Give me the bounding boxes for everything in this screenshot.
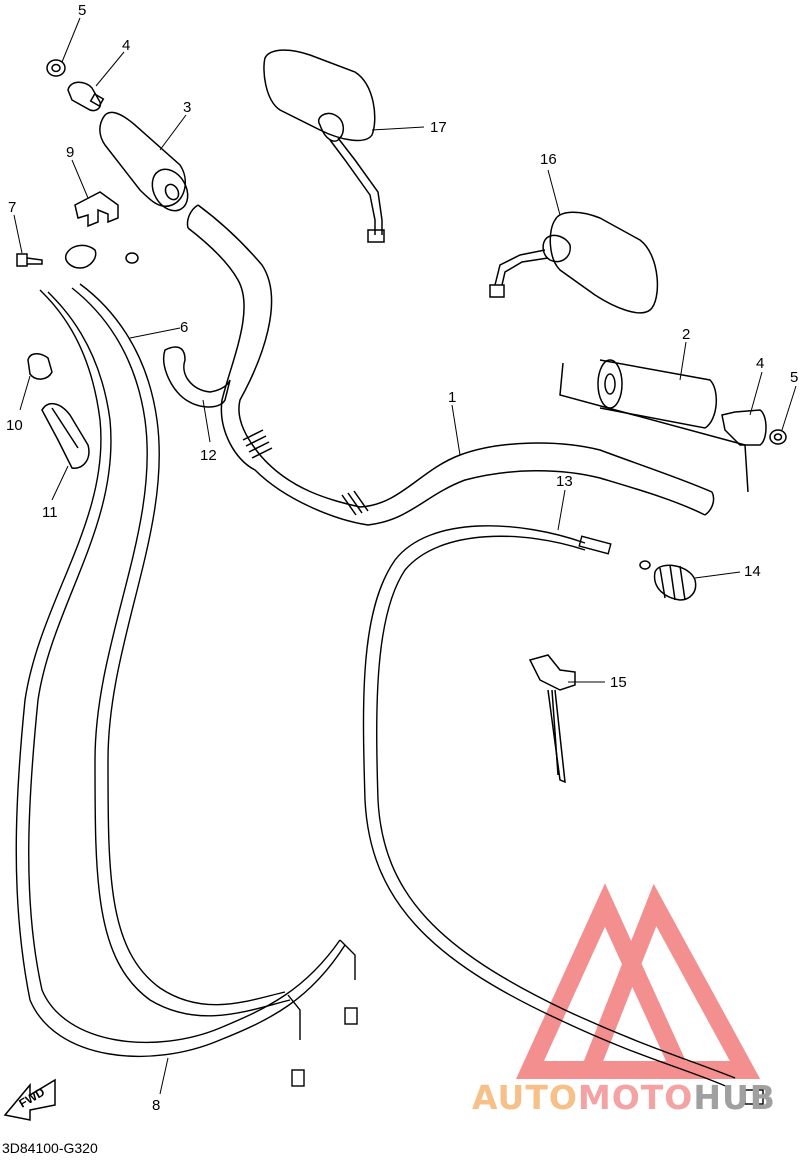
callout-8: 8 xyxy=(152,1097,160,1114)
callout-2: 2 xyxy=(682,326,690,343)
callout-5: 5 xyxy=(78,2,86,19)
handlebar xyxy=(186,204,715,526)
callout-4: 4 xyxy=(756,355,764,372)
fwd-arrow-icon xyxy=(3,1078,56,1121)
rear-view-mirror-right xyxy=(263,49,385,243)
bar-end-weight-right xyxy=(721,409,787,446)
throttle-grip xyxy=(99,111,189,212)
callout-6: 6 xyxy=(180,319,188,336)
callout-10: 10 xyxy=(6,417,23,434)
callout-4: 4 xyxy=(122,37,130,54)
cable-clamp xyxy=(74,191,119,228)
callout-labels: 5 4 3 9 7 6 10 11 12 17 16 2 4 5 1 13 14… xyxy=(6,2,798,1114)
clutch-cable xyxy=(362,525,764,1105)
diagram-code: 3D84100-G320 xyxy=(2,1140,98,1156)
callout-12: 12 xyxy=(200,447,217,464)
watermark-part-moto: MOTO xyxy=(577,1078,694,1117)
watermark-part-hub: HUB xyxy=(693,1078,776,1117)
callout-17: 17 xyxy=(430,119,447,136)
handlebar-grip-left xyxy=(559,359,749,493)
screw-and-holders xyxy=(16,244,139,469)
leader-lines xyxy=(13,17,797,1095)
callout-5: 5 xyxy=(790,369,798,386)
callout-11: 11 xyxy=(42,504,58,521)
callout-7: 7 xyxy=(8,199,16,216)
watermark-text: AUTOMOTOHUB xyxy=(472,1078,776,1117)
callout-14: 14 xyxy=(744,563,761,580)
callout-13: 13 xyxy=(556,473,573,490)
cable-tie xyxy=(528,654,576,784)
watermark-logo xyxy=(516,883,761,1079)
callout-15: 15 xyxy=(610,674,627,691)
throttle-cables xyxy=(15,283,358,1087)
cable-guide-bracket xyxy=(163,346,231,408)
callout-1: 1 xyxy=(448,389,456,406)
rear-view-mirror-left xyxy=(489,211,659,314)
watermark-part-auto: AUTO xyxy=(472,1078,578,1117)
callout-3: 3 xyxy=(183,99,191,116)
callout-9: 9 xyxy=(66,144,74,161)
callout-16: 16 xyxy=(540,151,557,168)
bar-end-weight-left xyxy=(46,59,105,112)
cable-boot xyxy=(639,560,697,601)
